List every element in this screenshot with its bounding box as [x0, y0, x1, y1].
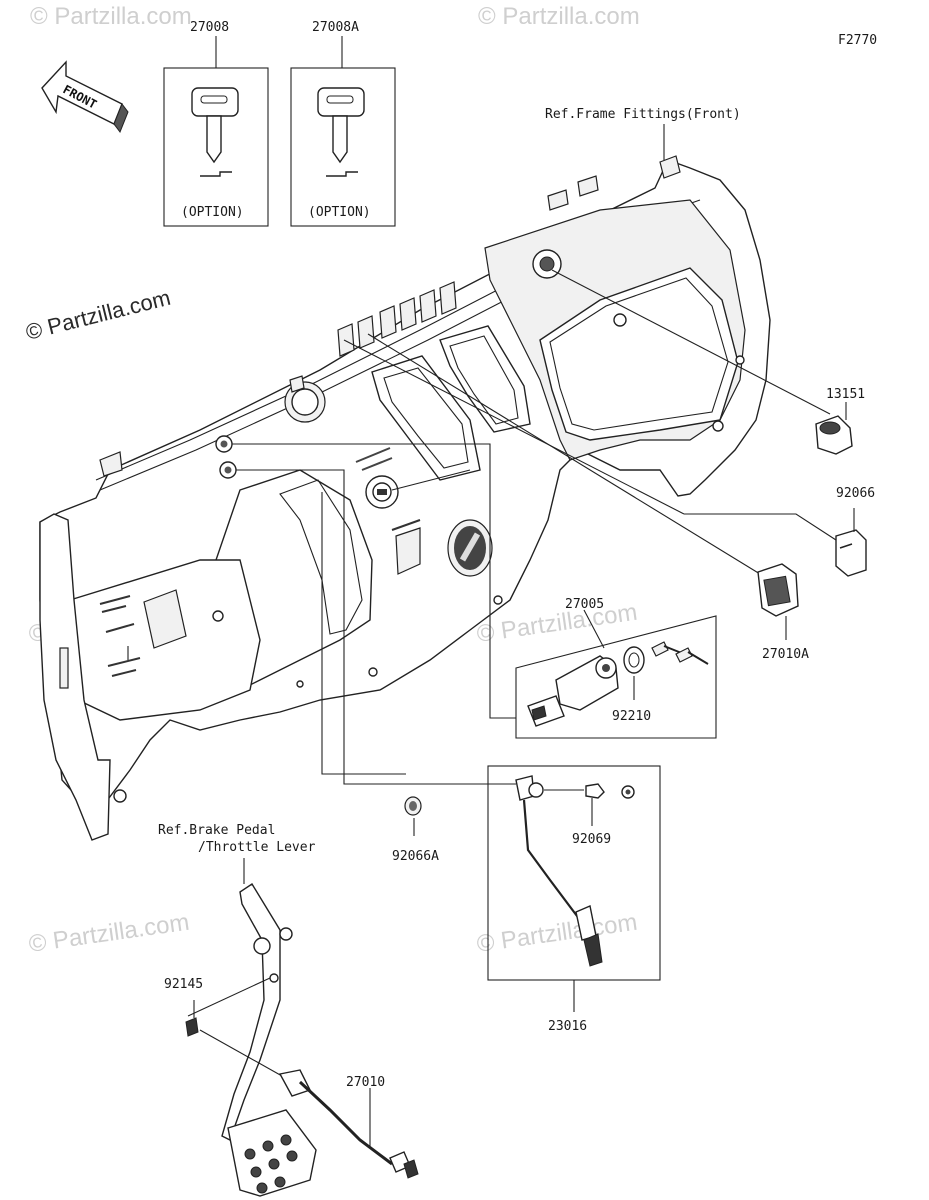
ref-brake-pedal: Ref.Brake Pedal — [158, 823, 275, 838]
key-icon — [191, 87, 239, 177]
callout-92066A: 92066A — [392, 849, 439, 864]
callout-92069: 92069 — [572, 832, 611, 847]
watermark: © Partzilla.com — [478, 3, 640, 30]
callout-27005: 27005 — [565, 597, 604, 612]
throttle-pedal — [221, 883, 317, 1197]
callout-92210: 92210 — [612, 709, 651, 724]
watermark: © Partzilla.com — [30, 3, 192, 30]
ignition-switch-on-dash — [355, 447, 399, 509]
part-92066-blank-cover — [835, 508, 867, 577]
part-92145-clip — [185, 977, 271, 1037]
key-icon — [651, 641, 709, 665]
option-caption: (OPTION) — [308, 205, 371, 220]
dashboard-panel — [39, 155, 771, 841]
leader-lines — [232, 269, 837, 785]
figure-code: F2770 — [838, 33, 877, 48]
kawasaki-logo-badge — [447, 519, 493, 577]
ref-frame-fittings: Ref.Frame Fittings(Front) — [545, 107, 741, 122]
callout-92066: 92066 — [836, 486, 875, 501]
callout-27010: 27010 — [346, 1075, 385, 1090]
callout-27008A: 27008A — [312, 20, 359, 35]
callout-92145: 92145 — [164, 977, 203, 992]
callout-27008: 27008 — [190, 20, 229, 35]
part-23016-harness — [487, 765, 661, 1012]
part-27010-switch — [199, 1029, 419, 1179]
part-27005-ignition-switch — [515, 609, 717, 739]
callout-27010A: 27010A — [762, 647, 809, 662]
part-27010A-rocker-switch — [757, 563, 799, 640]
watermark: © Partzilla.com — [475, 909, 639, 958]
switch-blank-slots — [337, 281, 457, 357]
option-box-27008A: 27008A (OPTION) — [290, 20, 396, 227]
part-13151-socket — [815, 402, 853, 455]
key-icon — [317, 87, 365, 177]
ref-throttle-lever: /Throttle Lever — [198, 840, 316, 855]
callout-13151: 13151 — [826, 387, 865, 402]
callout-23016: 23016 — [548, 1019, 587, 1034]
option-box-27008: 27008 (OPTION) — [163, 20, 269, 227]
option-caption: (OPTION) — [181, 205, 244, 220]
part-92066A-grommet — [404, 796, 422, 836]
partzilla-watermark: © Partzilla.com — [23, 285, 173, 345]
front-arrow-icon: FRONT — [41, 60, 129, 134]
watermark: © Partzilla.com — [27, 909, 191, 958]
